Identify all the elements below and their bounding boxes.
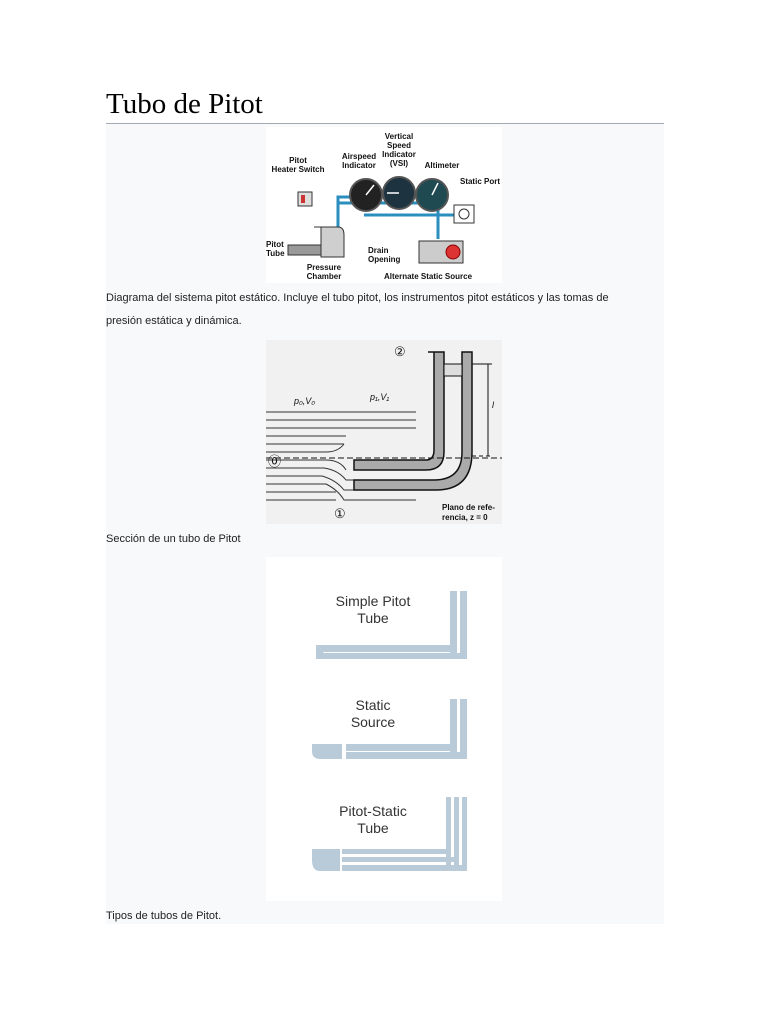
tube-wall-shape [353,351,473,491]
airspeed-indicator-icon [349,178,383,212]
pitot-tube-label-1: Pitot [266,240,284,249]
pitot-tube-section-diagram: p₀,V₀ p₁,V₁ l ⓪ ① ② Plano de refe- renci… [266,340,502,524]
static-source-label-2: Source [351,714,396,730]
alternate-source-label: Alternate Static Source [384,272,473,281]
vsi-label-4: (VSI) [390,159,409,168]
reference-plane-label-1: Plano de refe- [442,503,495,512]
airspeed-label-1: Airspeed [342,152,376,161]
simple-pitot-tube-icon [316,591,467,659]
vsi-label-2: Speed [387,141,411,150]
title-divider [106,123,664,124]
pitot-tube-types-diagram: Simple Pitot Tube Static Source Pitot-St… [266,557,502,901]
drain-label-1: Drain [368,246,389,255]
static-port-icon [453,204,475,224]
pressure-label-2: Chamber [307,272,342,281]
pitot-tube-icon [287,226,345,258]
altimeter-label: Altimeter [425,161,460,170]
pitot-static-tube-icon [312,797,467,871]
point-1-label: ① [334,506,346,521]
vsi-label-3: Indicator [382,150,416,159]
pitot-static-system-diagram: Vertical Speed Indicator (VSI) Airspeed … [266,127,502,283]
figure-caption-3: Tipos de tubos de Pitot. [106,910,222,922]
point-2-label: ② [394,344,406,359]
pressure-label-1: Pressure [307,263,342,272]
page-title: Tubo de Pitot [106,88,263,120]
pitot-static-label-2: Tube [357,820,389,836]
p1v1-label: p₁,V₁ [369,392,389,402]
altimeter-gauge-icon [415,178,449,212]
figure-caption-1: Diagrama del sistema pitot estático. Inc… [106,292,609,327]
simple-tube-label-1: Simple Pitot [336,593,411,609]
point-0-label: ⓪ [268,454,281,469]
vsi-gauge-icon [382,176,416,210]
simple-tube-label-2: Tube [357,610,389,626]
figure-caption-2: Sección de un tubo de Pitot [106,533,241,545]
static-source-icon [312,699,467,759]
airspeed-label-2: Indicator [342,161,376,170]
static-source-label-1: Static [355,697,390,713]
pitot-static-label-1: Pitot-Static [339,803,407,819]
heater-label-1: Pitot [289,156,307,165]
static-port-label: Static Port [460,177,500,186]
p0v0-label: p₀,V₀ [293,396,315,406]
length-label: l [492,400,495,410]
drain-label-2: Opening [368,255,401,264]
heater-label-2: Heater Switch [272,165,325,174]
reference-plane-label-2: rencia, z = 0 [442,513,488,522]
pitot-tube-label-2: Tube [266,249,285,258]
vsi-label-1: Vertical [385,132,413,141]
